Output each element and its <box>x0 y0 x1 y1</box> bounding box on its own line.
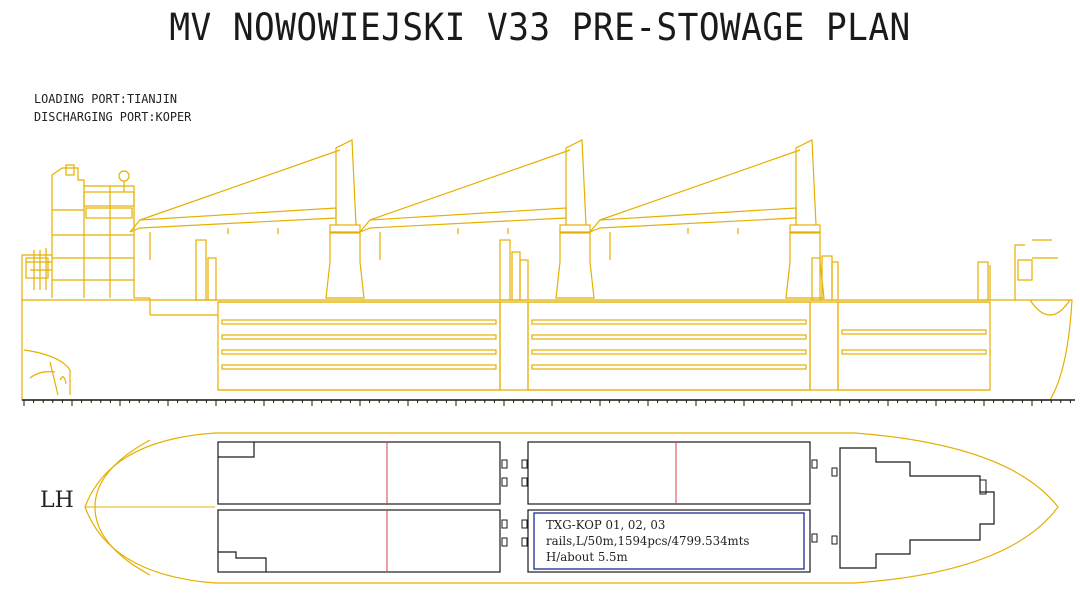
profile-view <box>21 139 1075 406</box>
discharging-port-label: DISCHARGING PORT:KOPER <box>34 109 192 124</box>
profile-hold-2 <box>527 301 811 391</box>
cargo-line-2: rails,L/50m,1594pcs/4799.534mts <box>546 533 750 548</box>
hull-plan-outline <box>84 432 1059 584</box>
stern-detail <box>23 349 71 395</box>
cargo-highlight-box <box>533 512 805 570</box>
crane-2 <box>359 139 595 299</box>
cargo-note: TXG-KOP 01, 02, 03 rails,L/50m,1594pcs/4… <box>546 517 801 565</box>
hatch-cover-stack-1 <box>195 239 217 301</box>
hull-profile <box>21 298 1073 401</box>
crane-3 <box>589 139 825 299</box>
plan-title: MV NOWOWIEJSKI V33 PRE-STOWAGE PLAN <box>169 6 911 49</box>
plan-hold-3 <box>839 447 995 569</box>
cargo-line-1: TXG-KOP 01, 02, 03 <box>546 517 666 532</box>
hatch-cover-stack-2 <box>499 239 529 301</box>
plan-view <box>84 432 1059 584</box>
accommodation-block <box>51 167 135 298</box>
side-label: LH <box>40 488 74 513</box>
profile-hold-1 <box>217 301 501 391</box>
bow-detail <box>989 244 1071 316</box>
loading-port-label: LOADING PORT:TIANJIN <box>34 91 177 106</box>
plan-hold-1 <box>217 441 501 573</box>
crane-1 <box>129 139 365 299</box>
hatch-cover-stack-3 <box>811 255 839 301</box>
plan-hold-2 <box>527 441 811 573</box>
cargo-line-3: H/about 5.5m <box>546 549 628 564</box>
profile-hold-3 <box>837 301 991 391</box>
